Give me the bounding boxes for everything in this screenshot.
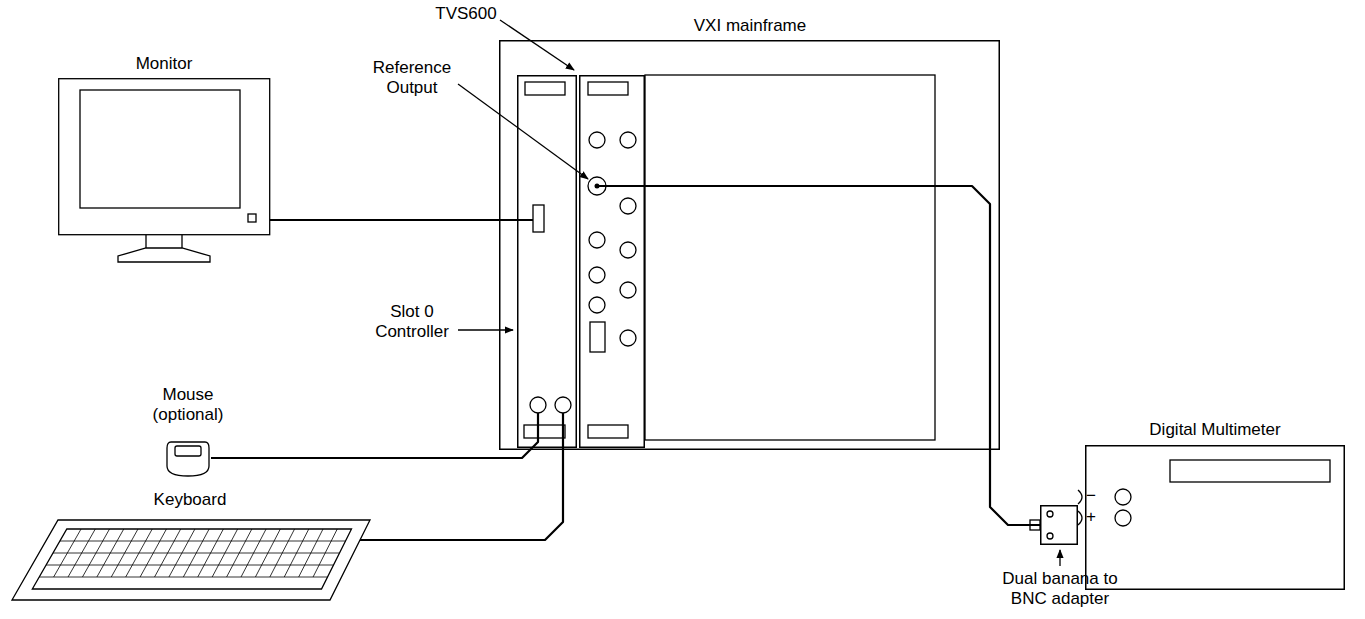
video-port (533, 205, 544, 232)
bnc-connector (620, 242, 636, 258)
controller-card: Slot 0 Controller (517, 75, 577, 448)
meter-terminal (1115, 489, 1131, 505)
bnc-connector (620, 198, 636, 214)
monitor: Monitor (58, 78, 270, 263)
card-handle (588, 82, 628, 95)
bnc-connector (620, 330, 636, 346)
terminal-sign: + (1084, 507, 1098, 527)
connector-label: Reference Output (367, 58, 457, 99)
device-label: Keyboard (140, 490, 240, 510)
cable (597, 186, 1040, 525)
bnc-connector (620, 132, 636, 148)
card-handle (588, 425, 628, 438)
leader-line (458, 84, 588, 179)
device-label: Slot 0 Controller (367, 302, 457, 343)
meter-terminal (1115, 510, 1131, 526)
bnc-connector (589, 267, 605, 283)
bnc-connector (589, 132, 605, 148)
banana-plug (1078, 490, 1082, 525)
module-card: TVS600 (579, 75, 645, 448)
leader-line (458, 329, 513, 330)
terminal-sign: − (1084, 486, 1098, 506)
bnc-adapter: Dual banana to BNC adapter (1040, 505, 1078, 545)
mouse-port (530, 397, 546, 413)
keyboard-outline (10, 515, 372, 602)
bnc-connector (589, 297, 605, 313)
device-label: Mouse (optional) (143, 385, 233, 426)
bnc-connector (589, 232, 605, 248)
mouse: Mouse (optional) (165, 440, 211, 478)
vxi-mainframe: VXI mainframeTVS600Slot 0 Controller (499, 40, 1000, 450)
device-label: TVS600 (426, 4, 506, 24)
banana-jack (1047, 511, 1053, 517)
leader-line (1059, 550, 1060, 566)
device-label: Monitor (109, 54, 219, 74)
card-handle (524, 425, 565, 438)
keyboard-port (555, 397, 571, 413)
keyboard: Keyboard (10, 515, 372, 602)
meter-display (1170, 460, 1330, 482)
monitor-outline (58, 78, 270, 263)
d-sub-connector (590, 322, 605, 352)
leader-line (500, 20, 574, 70)
banana-jack (1047, 533, 1053, 539)
cable (211, 413, 538, 458)
card-bay (645, 75, 935, 440)
multimeter: Digital Multimeter (1085, 445, 1345, 590)
bnc-connector (620, 282, 636, 298)
cable (360, 413, 563, 540)
device-label: Dual banana to BNC adapter (995, 569, 1125, 610)
mouse-outline (165, 440, 211, 478)
device-label: Digital Multimeter (1130, 420, 1300, 440)
cable (270, 219, 533, 221)
device-label: VXI mainframe (665, 16, 835, 36)
card-handle (525, 82, 565, 95)
